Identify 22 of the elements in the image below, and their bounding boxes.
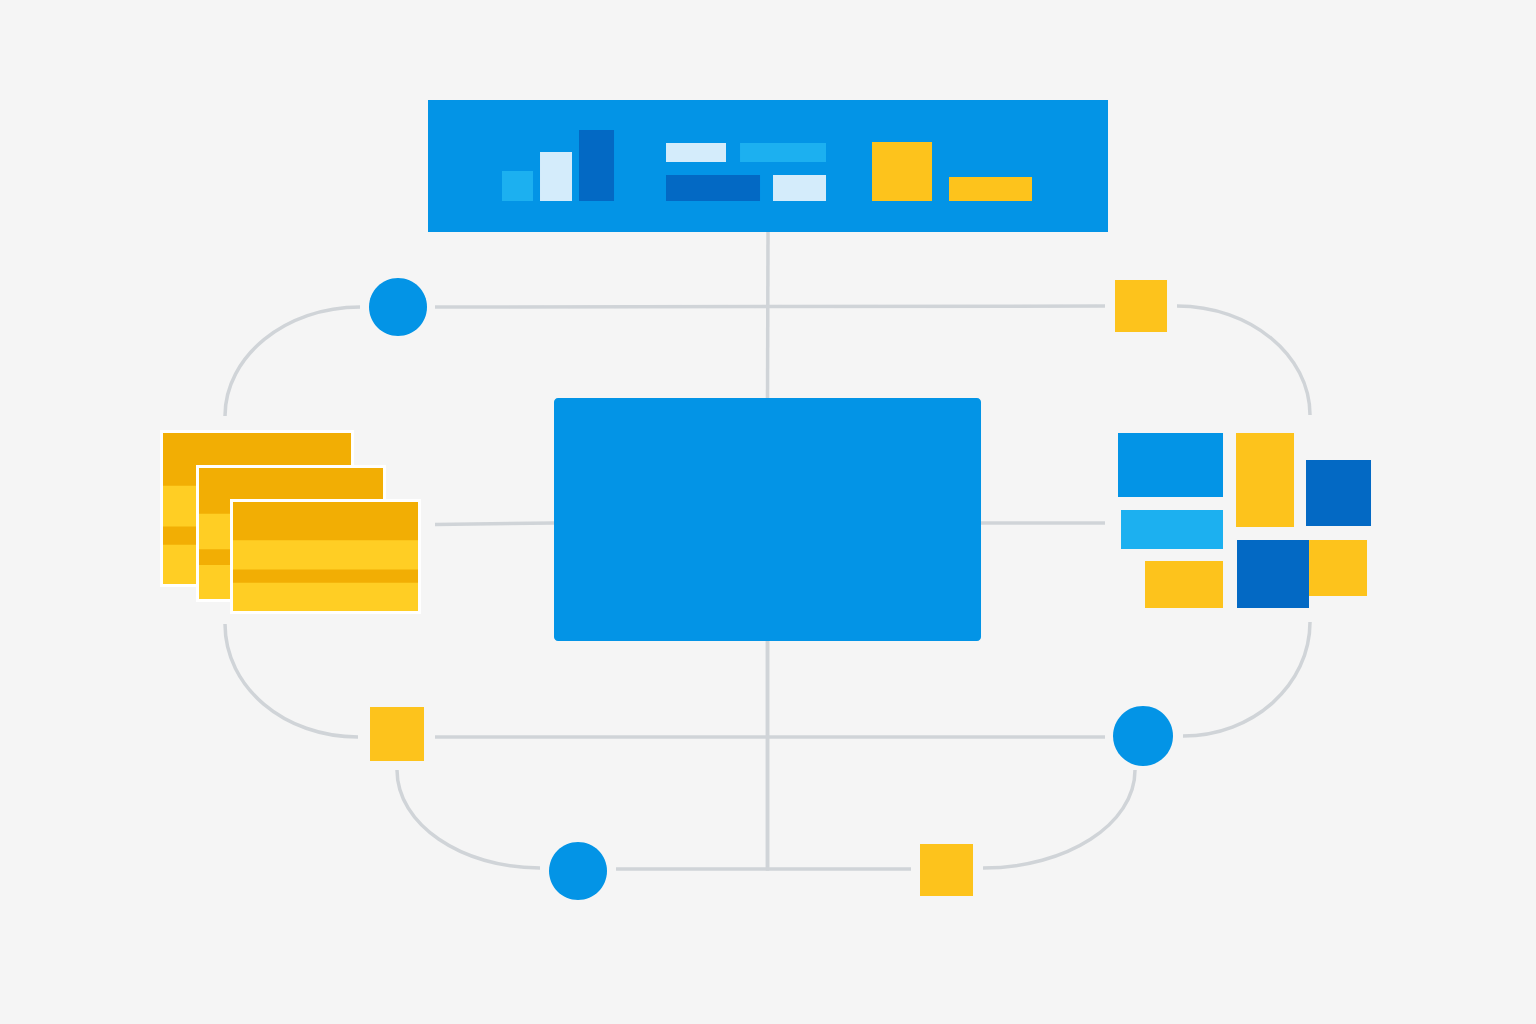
circle-node xyxy=(1113,706,1173,766)
circle-node xyxy=(549,842,607,900)
tile-cluster-drawing xyxy=(1118,433,1371,608)
stacked-sheets-drawing xyxy=(160,430,421,614)
dashboard-banner-drawing xyxy=(428,100,1108,232)
square-node xyxy=(1115,280,1167,332)
circle-node xyxy=(369,278,427,336)
connector-line xyxy=(223,305,361,417)
square-node xyxy=(370,707,424,761)
panel-box xyxy=(554,398,981,641)
connector-line xyxy=(435,304,1105,309)
connector-line xyxy=(1176,304,1312,416)
connector-line xyxy=(1182,621,1312,738)
connector-line xyxy=(765,641,911,871)
connector-line xyxy=(982,769,1137,870)
connector-line xyxy=(395,769,541,870)
connector-line xyxy=(223,623,359,739)
square-node xyxy=(920,844,973,896)
connector-line xyxy=(981,521,1105,525)
connector-line xyxy=(435,735,1105,739)
connector-line xyxy=(435,521,555,527)
connector-line xyxy=(765,232,770,398)
